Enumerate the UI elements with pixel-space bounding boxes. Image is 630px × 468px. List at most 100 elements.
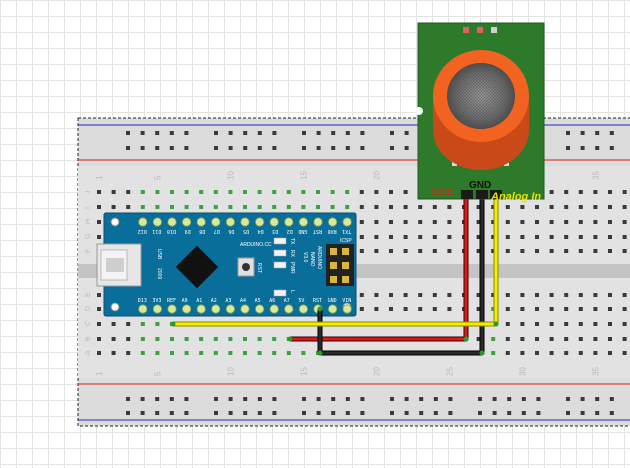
breadboard-hole (330, 205, 335, 209)
wire-endpoint (463, 336, 469, 342)
breadboard-hole (432, 235, 437, 239)
breadboard-hole (622, 190, 627, 194)
breadboard-hole (564, 307, 569, 311)
breadboard-hole (608, 337, 612, 341)
arduino-pin-label-bottom: GND (328, 298, 337, 304)
breadboard-hole (418, 293, 423, 297)
breadboard-hole (432, 249, 437, 253)
row-letter: C (85, 321, 92, 326)
breadboard-hole (505, 205, 510, 209)
breadboard-hole (170, 337, 174, 341)
breadboard-hole (520, 351, 525, 355)
breadboard-hole (578, 249, 583, 253)
breadboard-hole (491, 235, 496, 239)
breadboard-hole (491, 205, 496, 209)
arduino-pin-bottom (167, 304, 177, 314)
breadboard-hole (505, 307, 510, 311)
breadboard-hole (374, 205, 379, 209)
power-rail-hole (390, 397, 394, 401)
breadboard-hole (476, 205, 481, 209)
breadboard-hole (564, 249, 569, 253)
power-rail-hole (126, 397, 130, 401)
arduino-pin-label-top: D5 (243, 228, 249, 234)
breadboard-hole (184, 205, 189, 209)
power-rail-hole (184, 131, 189, 135)
power-rail-hole (155, 411, 160, 415)
breadboard-hole (549, 351, 554, 355)
breadboard-hole (199, 205, 204, 209)
power-rail-hole (478, 411, 482, 415)
breadboard-hole (578, 220, 583, 224)
breadboard-hole (359, 307, 364, 311)
l-label: L (289, 290, 295, 293)
power-rail-hole (302, 131, 306, 135)
breadboard-hole (505, 351, 510, 355)
led-rx (273, 249, 287, 257)
breadboard-hole (549, 322, 554, 326)
breadboard-hole (403, 205, 408, 209)
breadboard-hole (505, 249, 510, 253)
power-rail-hole (243, 397, 248, 401)
arduino-pin-top (240, 217, 250, 227)
breadboard-hole (389, 235, 393, 239)
breadboard-hole (228, 351, 233, 355)
brand-label: ARDUINO.CC (240, 242, 272, 248)
column-number: 10 (226, 171, 235, 180)
breadboard-hole (505, 322, 510, 326)
breadboard-hole (447, 307, 452, 311)
arduino-pins (138, 217, 352, 314)
breadboard-hole (578, 205, 583, 209)
power-rail-hole (169, 397, 174, 401)
breadboard-hole (549, 205, 554, 209)
rx-label: RX (289, 250, 295, 258)
breadboard-hole (359, 293, 364, 297)
breadboard-hole (505, 235, 510, 239)
sensor-smd-component (463, 27, 469, 33)
breadboard-hole (418, 205, 423, 209)
breadboard-hole (564, 220, 569, 224)
arduino-pin-top (298, 217, 308, 227)
breadboard-hole (359, 190, 364, 194)
breadboard-hole (97, 322, 101, 326)
power-rail-hole (595, 397, 600, 401)
power-rail-hole (521, 397, 526, 401)
power-rail-hole (257, 411, 262, 415)
breadboard-hole (476, 293, 481, 297)
breadboard-hole (155, 190, 160, 194)
arduino-pin-label-top: D12 (138, 228, 147, 234)
arduino-pin-top (138, 217, 148, 227)
power-rail-hole (580, 146, 585, 150)
breadboard-hole (432, 220, 437, 224)
power-rail-hole (580, 397, 585, 401)
breadboard-hole (374, 307, 379, 311)
breadboard-hole (608, 307, 612, 311)
arduino-pin-label-bottom: A5 (255, 298, 261, 304)
breadboard-hole (564, 351, 569, 355)
breadboard-hole (622, 337, 627, 341)
breadboard-hole (97, 220, 101, 224)
breadboard-hole (184, 351, 189, 355)
column-number: 35 (591, 367, 600, 376)
wire-endpoint (479, 350, 485, 356)
power-rail-hole (492, 397, 497, 401)
breadboard-hole (505, 293, 510, 297)
arduino-pin-top (196, 217, 206, 227)
power-rail-hole (404, 411, 409, 415)
arduino-pin-label-bottom: A0 (182, 298, 188, 304)
breadboard-hole (301, 351, 306, 355)
mount-hole (110, 217, 120, 227)
wire-endpoint (493, 321, 499, 327)
breadboard-hole (389, 293, 393, 297)
breadboard-hole (491, 351, 496, 355)
power-rail-hole (609, 411, 614, 415)
power-rail-hole (390, 131, 394, 135)
pwr-label: PWR (289, 262, 295, 274)
breadboard-hole (520, 220, 525, 224)
sensor-pin-vcc (461, 190, 473, 199)
arduino-pin-top (152, 217, 162, 227)
led-l (273, 289, 287, 297)
breadboard-hole (403, 307, 408, 311)
breadboard-hole (622, 235, 627, 239)
breadboard-hole (213, 351, 218, 355)
